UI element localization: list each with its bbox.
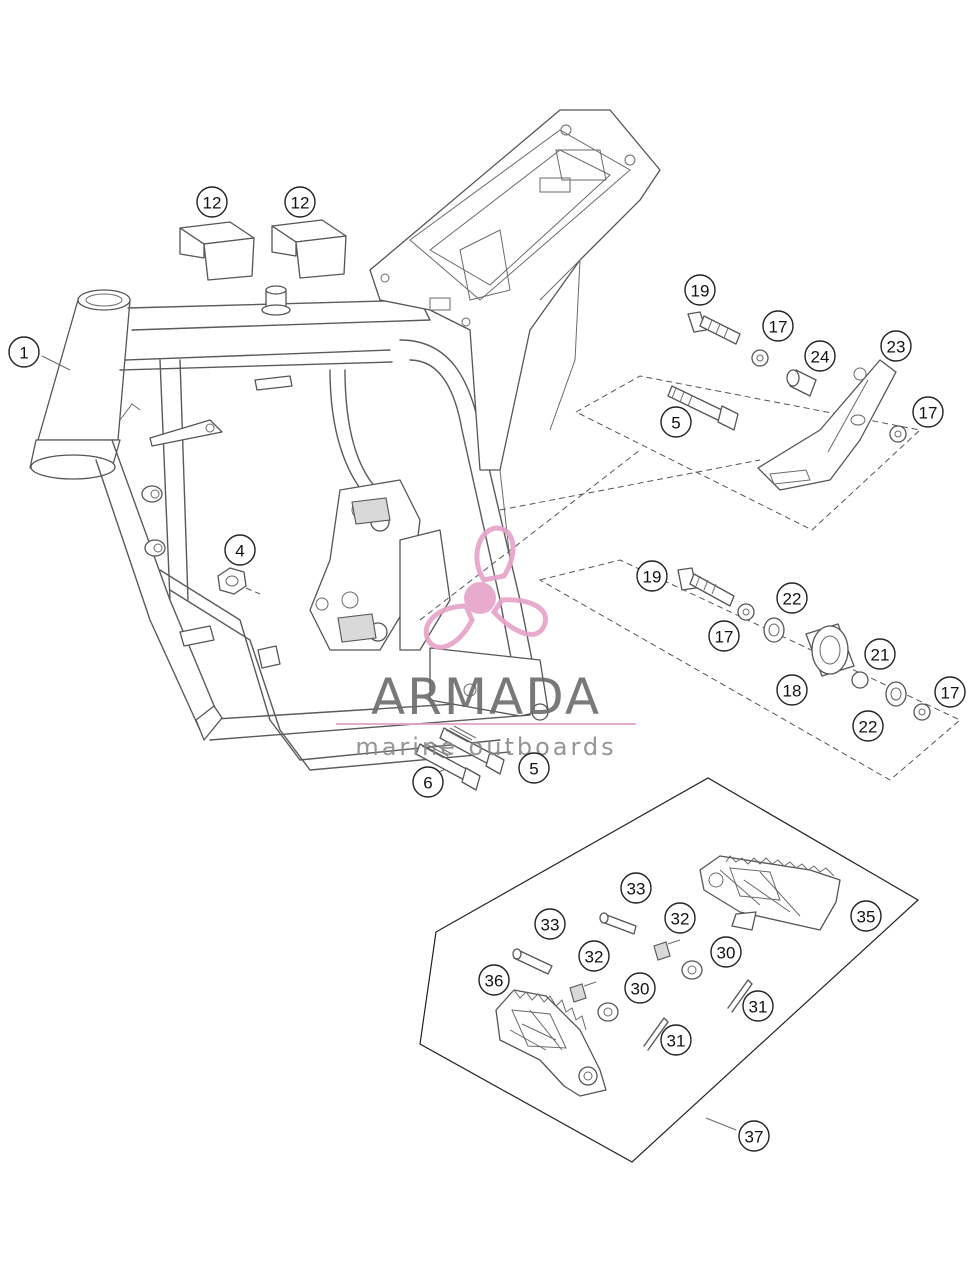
callout-31: 31: [742, 990, 774, 1022]
callout-33: 33: [534, 908, 566, 940]
callout-number: 12: [203, 194, 222, 213]
callout-21: 21: [864, 638, 896, 670]
callout-17: 17: [762, 310, 794, 342]
callout-number: 6: [423, 774, 432, 793]
callout-35: 35: [850, 900, 882, 932]
nut: [217, 567, 261, 595]
callout-17: 17: [934, 676, 966, 708]
callout-number: 22: [783, 590, 802, 609]
callout-31: 31: [660, 1024, 692, 1056]
armada-logo-icon: [423, 525, 549, 650]
frame-protector-left: [179, 221, 255, 281]
callout-number: 5: [671, 414, 680, 433]
callout-32: 32: [578, 940, 610, 972]
callout-18: 18: [776, 674, 808, 706]
callout-number: 17: [769, 318, 788, 337]
callout-30: 30: [710, 936, 742, 968]
callout-number: 19: [691, 282, 710, 301]
callout-number: 31: [667, 1032, 686, 1051]
callout-12: 12: [196, 186, 228, 218]
callout-number: 19: [643, 568, 662, 587]
callout-number: 33: [541, 916, 560, 935]
callout-number: 22: [859, 718, 878, 737]
bolts-lower: [415, 725, 505, 791]
frame-protector-right: [271, 219, 347, 279]
callout-5: 5: [518, 752, 550, 784]
callout-36: 36: [478, 964, 510, 996]
callout-number: 12: [291, 194, 310, 213]
callout-19: 19: [684, 274, 716, 306]
mount-group: [538, 559, 961, 781]
callout-37: 37: [738, 1120, 770, 1152]
watermark: ARMADA marine outboards: [336, 525, 636, 761]
callout-number: 1: [19, 344, 28, 363]
callout-23: 23: [880, 330, 912, 362]
callout-30: 30: [624, 972, 656, 1004]
callout-number: 18: [783, 682, 802, 701]
callout-17: 17: [912, 396, 944, 428]
callout-6: 6: [412, 766, 444, 798]
callout-number: 23: [887, 338, 906, 357]
callout-32: 32: [664, 902, 696, 934]
callout-33: 33: [620, 872, 652, 904]
callout-number: 31: [749, 998, 768, 1017]
callout-number: 17: [715, 628, 734, 647]
main-frame: [29, 109, 661, 771]
callout-number: 24: [811, 348, 830, 367]
callout-number: 5: [529, 760, 538, 779]
callout-1: 1: [8, 336, 40, 368]
callout-number: 35: [857, 908, 876, 927]
callout-22: 22: [852, 710, 884, 742]
callout-number: 37: [745, 1128, 764, 1147]
callout-24: 24: [804, 340, 836, 372]
callout-5: 5: [660, 406, 692, 438]
callout-12: 12: [284, 186, 316, 218]
callout-22: 22: [776, 582, 808, 614]
callout-number: 30: [717, 944, 736, 963]
callout-19: 19: [636, 560, 668, 592]
callout-number: 17: [941, 684, 960, 703]
callout-number: 30: [631, 980, 650, 999]
callout-number: 21: [871, 646, 890, 665]
watermark-brand: ARMADA: [371, 668, 601, 726]
callout-number: 33: [627, 880, 646, 899]
callout-17: 17: [708, 620, 740, 652]
brake-pedal-group: [419, 311, 922, 621]
callout-4: 4: [224, 534, 256, 566]
callout-number: 32: [671, 910, 690, 929]
callout-number: 17: [919, 404, 938, 423]
callout-number: 4: [235, 542, 244, 561]
callout-number: 32: [585, 948, 604, 967]
callout-number: 36: [485, 972, 504, 991]
footpeg-kit-group: [419, 777, 920, 1163]
callout-labels: 1 12 12 4 5 6 19 17 24 23 5 17 19 22 17 21 18 17 22 33 35 33 3…: [8, 186, 966, 1152]
watermark-tagline: marine outboards: [355, 733, 616, 761]
